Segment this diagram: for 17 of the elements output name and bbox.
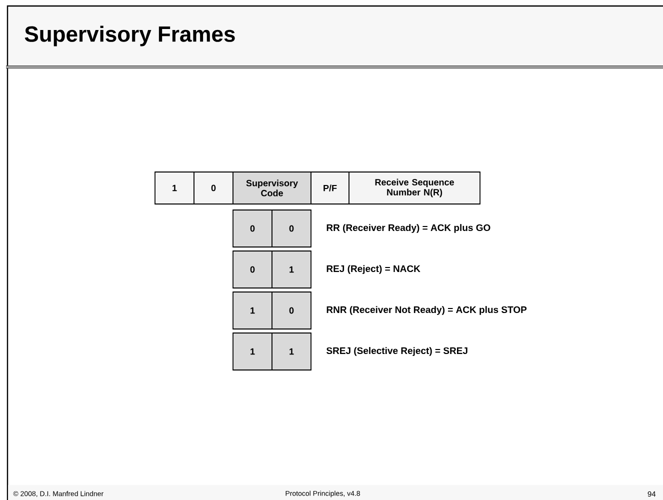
field-cell: 0	[232, 210, 272, 248]
code-description: RNR (Receiver Not Ready) = ACK plus STOP	[326, 306, 527, 315]
code-description: SREJ (Selective Reject) = SREJ	[326, 347, 468, 356]
field-cell: 0	[232, 250, 272, 288]
field-cell: 0	[272, 210, 312, 248]
field-cell: 1	[232, 332, 272, 370]
field-cell: 0	[272, 292, 312, 330]
field-cell: 1	[154, 172, 194, 204]
code-description: REJ (Reject) = NACK	[326, 265, 420, 274]
field-cell: Supervisory Code	[232, 172, 312, 204]
slide-title: Supervisory Frames	[24, 26, 235, 46]
field-cell: 0	[194, 172, 234, 204]
field-cell: P/F	[310, 172, 350, 204]
field-cell: 1	[232, 292, 272, 330]
code-description: RR (Receiver Ready) = ACK plus GO	[326, 224, 490, 233]
field-cell: 1	[272, 332, 312, 370]
field-cell: 1	[272, 250, 312, 288]
